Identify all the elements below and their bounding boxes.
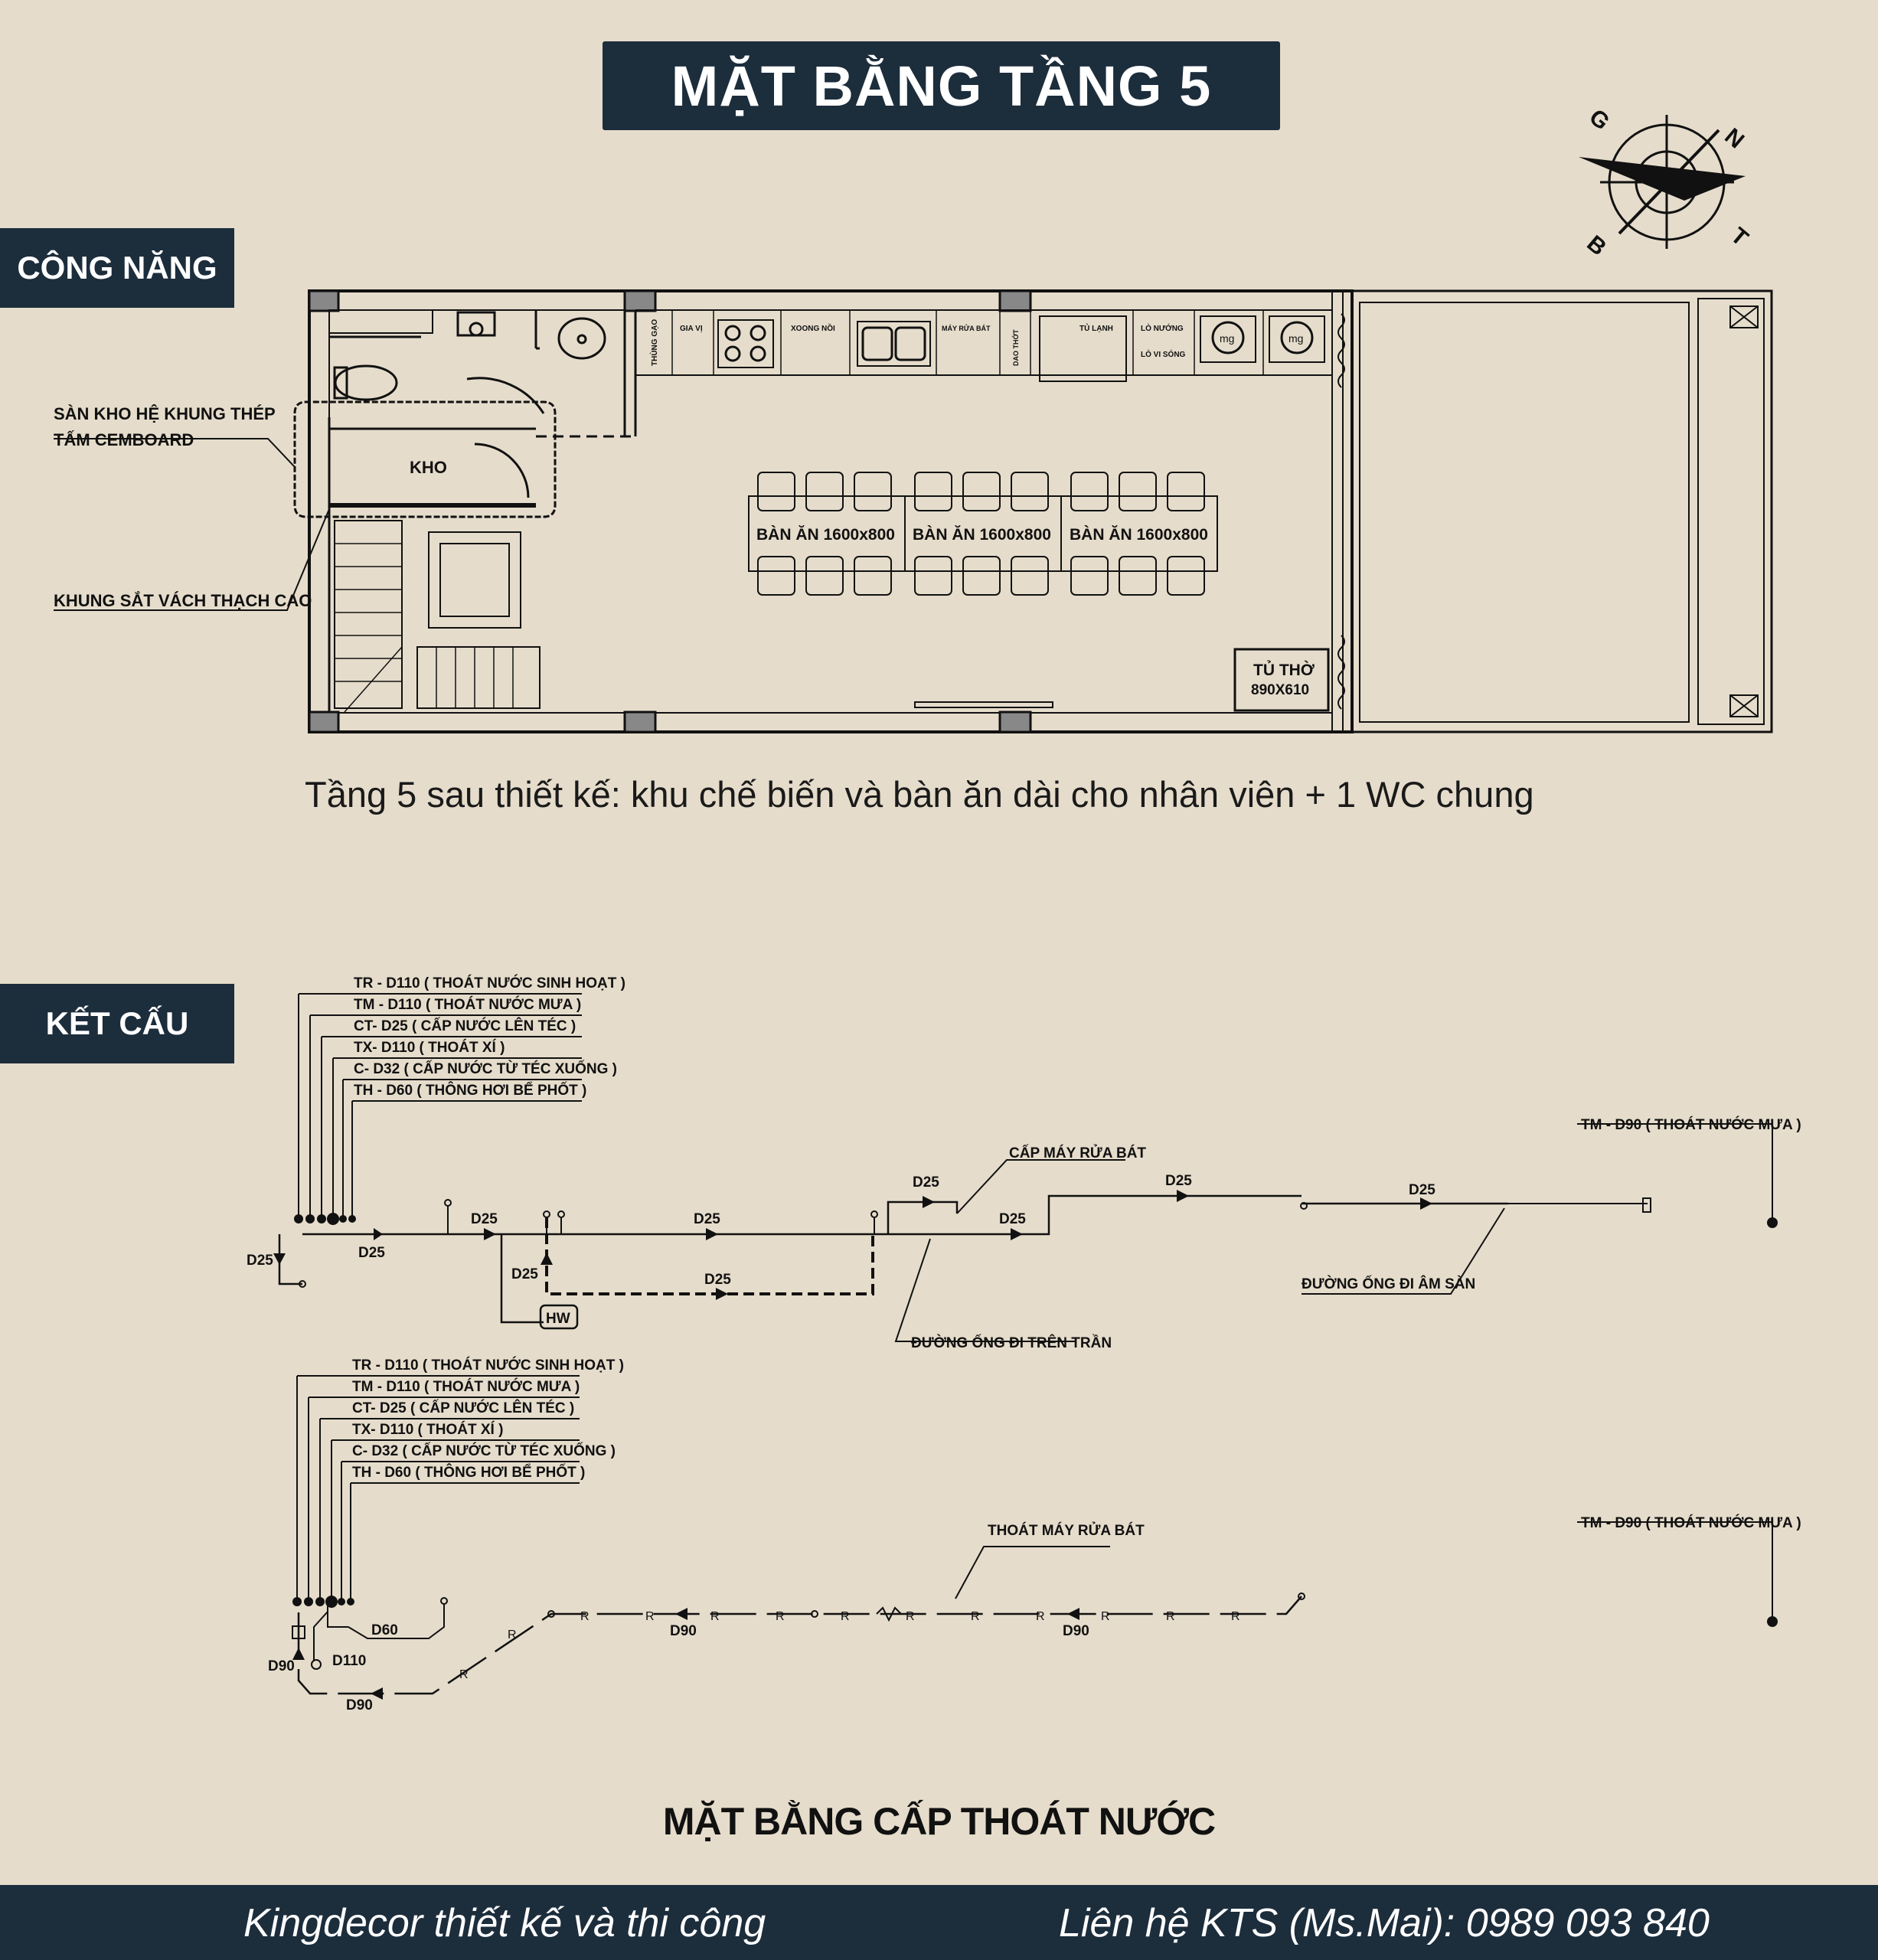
footer-bar: Kingdecor thiết kế và thi công Liên hệ K… [0,1885,1878,1960]
room-kho: KHO [410,458,447,477]
hw-label: HW [546,1311,570,1327]
r-marker: R [459,1668,469,1681]
dishwasher-drain-label: THOÁT MÁY RỬA BÁT [988,1522,1145,1539]
drain-legend-5: C- D32 ( CẤP NƯỚC TỪ TÉC XUỐNG ) [352,1442,616,1459]
r-marker: R [508,1628,517,1642]
pipe-label: D90 [1063,1623,1089,1639]
r-marker: R [580,1610,590,1623]
pipe-label: D25 [358,1245,385,1261]
svg-text:B: B [1582,230,1611,260]
pipe-label: D90 [670,1623,697,1639]
counter-fridge: TỦ LẠNH [1079,323,1113,333]
r-marker: R [1036,1610,1045,1623]
counter-oven: LÒ NƯỚNG [1141,323,1184,333]
supply-legend-5: C- D32 ( CẤP NƯỚC TỪ TÉC XUỐNG ) [354,1060,617,1077]
counter-pots: XOONG NỒI [791,323,835,333]
brand-1: mg [1220,332,1234,345]
drain-rain-label: TM - D90 ( THOÁT NƯỚC MƯA ) [1581,1514,1801,1531]
drain-legend-2: TM - D110 ( THOÁT NƯỚC MƯA ) [352,1378,580,1395]
tab-structure: KẾT CẤU [0,984,234,1063]
pipe-label: D90 [268,1658,295,1674]
counter-rice: THÙNG GẠO [649,319,659,366]
table-label-2: BÀN ĂN 1600x800 [913,526,1051,544]
counter-spice: GIA VỊ [680,325,703,333]
tab-function: CÔNG NĂNG [0,228,234,308]
counter-microwave: LÒ VI SÓNG [1141,349,1186,359]
pipe-label: D25 [1409,1182,1435,1198]
drain-legend-4: TX- D110 ( THOÁT XÍ ) [352,1421,503,1438]
pipe-label: D25 [913,1174,939,1191]
note-gypsum: KHUNG SẮT VÁCH THẠCH CAO [54,591,312,610]
svg-text:T: T [1726,223,1752,251]
pipe-label: D25 [704,1272,731,1288]
pipe-label: D25 [511,1266,538,1282]
plan-caption: Tầng 5 sau thiết kế: khu chế biến và bàn… [305,774,1534,815]
note-cemboard-2: TẤM CEMBOARD [54,430,194,449]
r-marker: R [1101,1610,1110,1623]
table-label-1: BÀN ĂN 1600x800 [756,526,895,544]
supply-diagram: TR - D110 ( THOÁT NƯỚC SINH HOẠT ) TM - … [247,975,1801,1351]
pipe-label: D25 [471,1211,498,1227]
svg-text:G: G [1584,104,1614,135]
pipe-label: D110 [332,1653,366,1669]
altar-label-2: 890X610 [1251,682,1309,698]
r-marker: R [710,1610,720,1623]
supply-rain-label: TM - D90 ( THOÁT NƯỚC MƯA ) [1581,1116,1801,1133]
r-marker: R [645,1610,655,1623]
pipe-label: D25 [1165,1173,1192,1189]
pipe-label: D25 [999,1211,1026,1227]
supply-legend-3: CT- D25 ( CẤP NƯỚC LÊN TÉC ) [354,1018,576,1034]
drain-legend-3: CT- D25 ( CẤP NƯỚC LÊN TÉC ) [352,1400,574,1416]
svg-text:N: N [1720,123,1749,153]
brand-2: mg [1288,332,1303,345]
table-label-3: BÀN ĂN 1600x800 [1070,526,1208,544]
floor-pipe-label: ĐƯỜNG ỐNG ĐI ÂM SÀN [1302,1276,1475,1292]
drain-diagram: TR - D110 ( THOÁT NƯỚC SINH HOẠT ) TM - … [268,1357,1801,1713]
r-marker: R [971,1610,980,1623]
section-title: MẶT BẰNG CẤP THOÁT NƯỚC [662,1800,1216,1843]
footer-company: Kingdecor thiết kế và thi công [243,1901,766,1945]
drain-legend-1: TR - D110 ( THOÁT NƯỚC SINH HOẠT ) [352,1357,624,1374]
supply-legend-1: TR - D110 ( THOÁT NƯỚC SINH HOẠT ) [354,975,625,991]
note-cemboard-1: SÀN KHO HỆ KHUNG THÉP [54,404,276,423]
pipe-label: D90 [346,1697,373,1713]
r-marker: R [906,1610,915,1623]
drain-legend-6: TH - D60 ( THÔNG HƠI BỂ PHỐT ) [352,1464,585,1481]
compass-icon: N T B G [1579,104,1752,261]
dishwasher-supply-label: CẤP MÁY RỬA BÁT [1009,1145,1146,1161]
ceiling-pipe-label: ĐƯỜNG ỐNG ĐI TRÊN TRẦN [911,1334,1112,1351]
floor-plan [54,289,1773,733]
pipe-label: D25 [694,1211,720,1227]
pipe-label: D60 [371,1622,398,1638]
counter-knife: DAO THỚT [1011,329,1020,366]
footer-contact: Liên hệ KTS (Ms.Mai): 0989 093 840 [1059,1901,1710,1945]
supply-legend-4: TX- D110 ( THOÁT XÍ ) [354,1039,505,1056]
r-marker: R [1166,1610,1175,1623]
altar-label-1: TỦ THỜ [1253,661,1315,679]
pipe-label: D25 [247,1253,273,1269]
supply-legend-6: TH - D60 ( THÔNG HƠI BỂ PHỐT ) [354,1082,586,1099]
supply-legend-2: TM - D110 ( THOÁT NƯỚC MƯA ) [354,996,581,1013]
counter-dishwasher: MÁY RỬA BÁT [942,324,991,332]
r-marker: R [776,1610,785,1623]
r-marker: R [1231,1610,1240,1623]
page-title: MẶT BẰNG TẦNG 5 [603,41,1280,130]
r-marker: R [841,1610,850,1623]
